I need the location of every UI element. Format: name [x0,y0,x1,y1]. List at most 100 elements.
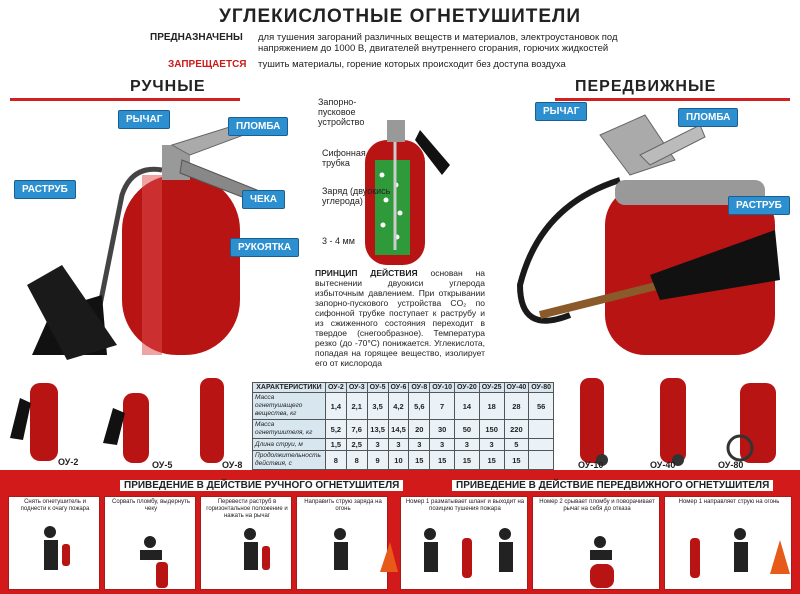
table-cell: 56 [528,392,554,420]
purpose-label: ПРЕДНАЗНАЧЕНЫ [150,32,243,43]
principle-lead: ПРИНЦИП ДЕЙСТВИЯ [315,268,418,278]
table-cell: 2,5 [345,438,368,451]
mobile-extinguisher-illustration [516,114,780,355]
table-cell: 5 [503,438,530,451]
table-row-label: Масса огнетушащего вещества, кг [252,392,326,420]
manual-callout-handle: РУКОЯТКА [230,238,300,257]
model-label-ou2: ОУ-2 [58,457,79,467]
step-text: Перевести раструб в горизонтальное полож… [206,499,288,519]
table-cell: 30 [429,419,455,439]
principle-text: ПРИНЦИП ДЕЙСТВИЯ основан на вытеснении д… [315,268,485,368]
table-column: ОУ-8 [408,382,431,393]
step-text: Направить струю заряда на огонь [304,499,382,512]
step-text: Номер 2 срывает пломбу и поворачивает ры… [539,499,655,512]
step-text: Снять огнетушитель и поднести к очагу по… [20,499,90,512]
mobile-step-3: Номер 1 направляет струю на огонь [664,496,792,590]
table-cell: 3 [366,438,389,451]
table-cell: 14 [454,392,480,420]
table-cell: 150 [478,419,505,439]
mobile-callout-lever: РЫЧАГ [535,102,588,121]
step-text: Сорвать пломбу, выдернуть чеку [112,499,190,512]
table-cell: 8 [345,450,368,470]
table-cell: 10 [387,450,410,470]
model-label-ou40: ОУ-40 [650,460,676,470]
table-column: ОУ-40 [503,382,530,393]
table-header: ХАРАКТЕРИСТИКИ [252,382,326,393]
part-gap-label: 3 - 4 мм [322,236,355,246]
manual-callout-seal: ПЛОМБА [228,117,289,136]
table-cell: 28 [503,392,530,420]
table-cell: 3 [408,438,431,451]
table-row-label: Продолжительность действия, с [252,450,326,470]
part-siphon-label: Сифонная трубка [322,148,366,168]
manual-models-illustration [10,378,224,463]
manual-callout-pin: ЧЕКА [242,190,286,209]
model-label-ou10: ОУ-10 [578,460,604,470]
table-cell: 7 [429,392,455,420]
table-cell: 15 [503,450,530,470]
manual-section-title: РУЧНЫЕ [130,78,206,95]
table-cell: 3 [387,438,410,451]
table-column: ОУ-6 [387,382,410,393]
table-cell: 2,1 [345,392,368,420]
table-cell: 1,5 [324,438,347,451]
step-figures [44,526,790,588]
table-cell: 20 [408,419,431,439]
manual-steps-title: ПРИВЕДЕНИЕ В ДЕЙСТВИЕ РУЧНОГО ОГНЕТУШИТЕ… [120,480,404,491]
page-title: Углекислотные огнетушители [219,6,581,27]
manual-extinguisher-illustration [27,119,258,360]
table-cell: 220 [503,419,530,439]
model-label-ou8: ОУ-8 [222,460,243,470]
forbidden-text: тушить материалы, горение которых происх… [258,59,566,70]
table-cell: 13,5 [366,419,389,439]
table-header-row: ХАРАКТЕРИСТИКИ ОУ-2 ОУ-3 ОУ-5 ОУ-6 ОУ-8 … [252,382,554,393]
table-cell: 7,6 [345,419,368,439]
table-cell: 14,5 [387,419,410,439]
step-text: Номер 1 направляет струю на огонь [678,499,780,505]
table-cell: 9 [366,450,389,470]
mobile-models-illustration [580,378,776,466]
model-label-ou80: ОУ-80 [718,460,744,470]
part-valve-label: Запорно-пусковое устройство [318,97,365,127]
table-cell [528,438,554,451]
table-column: ОУ-25 [478,382,505,393]
table-cell: 3 [429,438,455,451]
manual-step-2: Сорвать пломбу, выдернуть чеку [104,496,196,590]
table-cell: 8 [324,450,347,470]
table-cell: 3 [478,438,505,451]
table-cell: 18 [478,392,505,420]
manual-callout-lever: РЫЧАГ [118,110,171,129]
table-cell: 1,4 [324,392,347,420]
mobile-section-title: ПЕРЕДВИЖНЫЕ [575,78,717,95]
manual-callout-horn: РАСТРУБ [14,180,76,199]
table-cell [528,419,554,439]
table-column: ОУ-20 [454,382,480,393]
step-text: Номер 1 разматывает шланг и выходит на п… [405,499,525,512]
mobile-callout-horn: РАСТРУБ [728,196,790,215]
table-cell [528,450,554,470]
model-label-ou5: ОУ-5 [152,460,173,470]
table-cell: 15 [408,450,431,470]
table-cell: 15 [478,450,505,470]
table-column: ОУ-2 [324,382,347,393]
table-cell: 15 [429,450,455,470]
table-cell: 3 [454,438,480,451]
table-row-label: Длина струи, м [252,438,326,451]
purpose-text: для тушения загораний различных веществ … [258,32,618,54]
mobile-underline [555,98,790,101]
table-column: ОУ-3 [345,382,368,393]
table-cell: 5,6 [408,392,431,420]
mobile-steps-title: ПРИВЕДЕНИЕ В ДЕЙСТВИЕ ПЕРЕДВИЖНОГО ОГНЕТ… [452,480,774,491]
table-cell: 50 [454,419,480,439]
cutaway-illustration [365,120,450,265]
forbidden-label: ЗАПРЕЩАЕТСЯ [168,59,247,70]
table-cell: 15 [454,450,480,470]
principle-body: основан на вытеснении двуокиси углерода … [315,268,485,368]
table-column: ОУ-5 [366,382,389,393]
table-row-label: Масса огнетушителя, кг [252,419,326,439]
mobile-callout-seal: ПЛОМБА [678,108,739,127]
